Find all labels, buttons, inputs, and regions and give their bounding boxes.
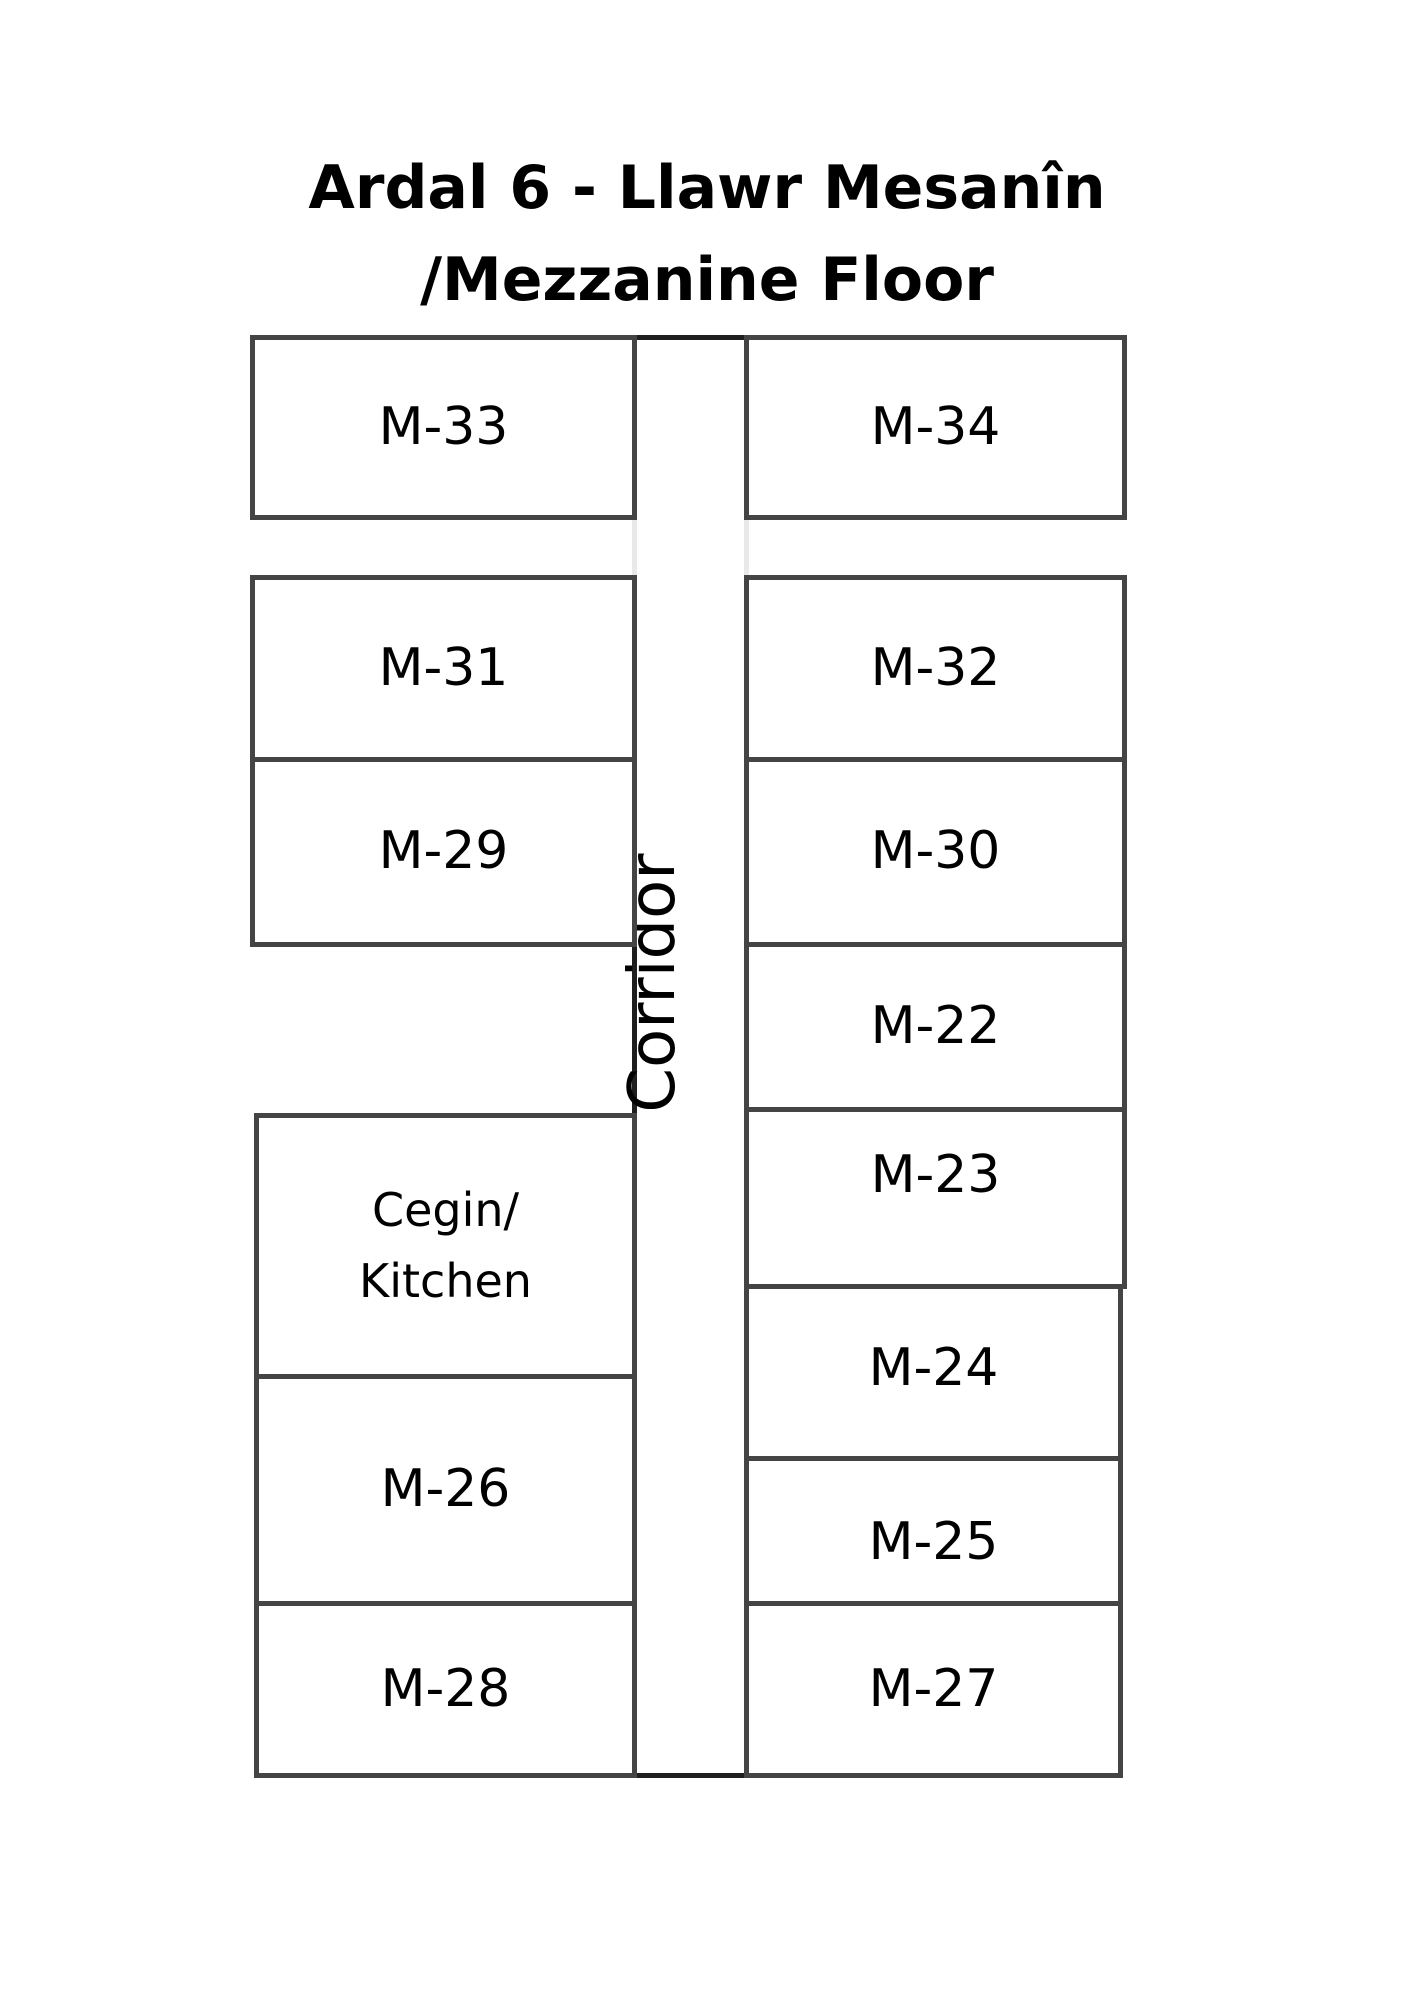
room-label: M-32 xyxy=(870,637,1001,698)
title-line-2: /Mezzanine Floor xyxy=(420,245,994,315)
room-label: M-27 xyxy=(868,1658,999,1719)
room-label: M-23 xyxy=(870,1145,1001,1206)
room-m-31[interactable]: M-31 xyxy=(250,575,637,762)
room-m-30[interactable]: M-30 xyxy=(744,757,1127,947)
kitchen-label-english: Kitchen xyxy=(359,1254,532,1308)
corridor xyxy=(632,335,749,1778)
room-m-25[interactable]: M-25 xyxy=(744,1456,1123,1606)
room-label: M-31 xyxy=(378,637,509,698)
corridor-gap-left xyxy=(632,520,637,575)
room-label: M-33 xyxy=(378,396,509,457)
room-m-26[interactable]: M-26 xyxy=(254,1374,637,1606)
room-label: M-29 xyxy=(378,821,509,882)
room-m-27[interactable]: M-27 xyxy=(744,1601,1123,1778)
room-label: M-24 xyxy=(868,1337,999,1398)
kitchen-label-welsh: Cegin/ xyxy=(371,1183,520,1237)
room-label: M-34 xyxy=(870,396,1001,457)
room-m-22[interactable]: M-22 xyxy=(744,942,1127,1112)
room-m-33[interactable]: M-33 xyxy=(250,335,637,520)
room-m-23[interactable]: M-23 xyxy=(744,1107,1127,1289)
room-label: M-28 xyxy=(380,1658,511,1719)
room-label: M-25 xyxy=(868,1512,999,1573)
page-title: Ardal 6 - Llawr Mesanîn /Mezzanine Floor xyxy=(0,142,1414,326)
room-m-32[interactable]: M-32 xyxy=(744,575,1127,762)
room-m-28[interactable]: M-28 xyxy=(254,1601,637,1778)
room-label: M-26 xyxy=(380,1459,511,1520)
corridor-gap-right xyxy=(744,520,749,575)
room-label: M-30 xyxy=(870,821,1001,882)
room-m-29[interactable]: M-29 xyxy=(250,757,637,947)
room-label: Cegin/ Kitchen xyxy=(359,1175,532,1317)
title-line-1: Ardal 6 - Llawr Mesanîn xyxy=(308,153,1106,223)
room-kitchen[interactable]: Cegin/ Kitchen xyxy=(254,1113,637,1379)
room-m-34[interactable]: M-34 xyxy=(744,335,1127,520)
room-label: M-22 xyxy=(870,996,1001,1057)
room-m-24[interactable]: M-24 xyxy=(744,1284,1123,1461)
